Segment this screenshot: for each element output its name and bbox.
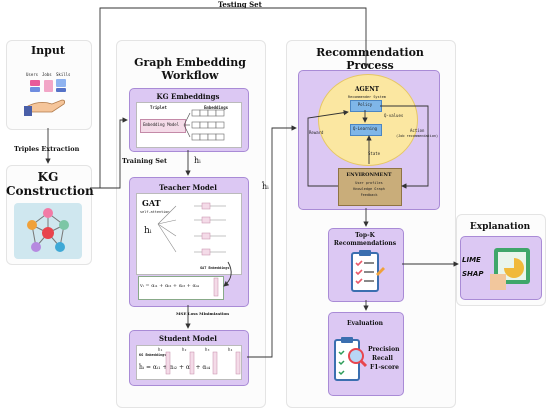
agent-sub-label: Recommender System [348,95,386,99]
policy-label: Policy [357,102,373,107]
metric-recall: Recall [372,355,393,362]
action-sub-label: (Job recommendation) [396,134,439,138]
teacher-formula-box [138,276,224,300]
shap-label: SHAP [462,270,484,278]
env-line-1: User profiles [355,181,383,185]
training-set-label: Training Set [122,157,168,165]
action-label: Action [410,128,425,133]
explanation-title: Explanation [469,222,531,232]
teacher-inner [136,193,242,275]
state-label: State [368,151,381,156]
skills-label: Skills [56,72,71,77]
jobs-label: Jobs [42,72,52,77]
reward-label: Reward [309,130,324,135]
student-title: Student Model [159,334,217,343]
q-learning-label: Q-Learning [352,126,378,131]
student-formula: ĥᵢ = αᵢ₁ + αᵢ₂ + αᵢ₃ + αᵢ₄ [139,364,211,371]
explanation-icon [490,244,536,292]
input-title: Input [31,44,65,57]
student-vector-3: h₃ [205,347,210,352]
agent-label: AGENT [354,86,380,93]
triplet-label: Triplet [150,105,167,110]
q-values-label: Q-values [384,113,404,118]
testing-set-label: Testing Set [218,0,262,9]
kg-embeddings-title: KG Embeddings [156,92,220,101]
env-line-2: Knowledge Graph [353,187,385,191]
triples-extraction-label: Triples Extraction [14,145,80,153]
q-learning-box [350,124,382,136]
embeddings-label: Embeddings [204,105,229,110]
h-i-side-label: ĥᵢ [262,182,269,191]
mse-loss-label: MSE Loss Minimization [176,311,230,316]
embedding-model-box [140,119,186,133]
lime-label: LIME [462,256,481,264]
environment-label: ENVIRONMENT [346,172,392,178]
embedding-model-label: Embedding Model [143,122,180,127]
gat-embeddings-label: GAT Embeddings [200,266,230,270]
workflow-title-line2: Workflow [161,69,219,82]
checklist-icon [346,250,386,296]
users-label: Users [26,72,39,77]
data-hand-icon [22,76,74,120]
metric-precision: Precision [368,346,400,353]
knowledge-graph-icon [14,203,82,259]
recommendation-title-line2: Process [346,59,394,72]
gat-label: GAT [142,198,161,208]
environment-box [338,168,402,206]
metric-f1: F1-score [370,364,399,371]
evaluation-icon [332,334,368,386]
workflow-title-line1: Graph Embedding [134,56,246,69]
env-line-3: Feedback [360,193,378,197]
topk-title-line2: Recommendations [333,240,397,247]
kg-title-line2: Construction [6,184,94,198]
self-attention-label: self-attention [140,210,170,214]
teacher-title: Teacher Model [159,183,217,192]
agent-circle [318,74,418,166]
student-kg-embeddings: KG Embeddings [139,353,167,357]
student-inner [136,345,242,380]
student-vector-2: h₂ [182,347,187,352]
recommendation-title-line1: Recommendation [316,46,424,59]
student-vector-4: h₄ [228,347,233,352]
h-i-arrow-label: hᵢ [194,156,201,165]
student-vector-1: h₁ [158,347,163,352]
kg-title-line1: KG [37,170,59,184]
teacher-h-label: hᵢ [144,226,152,236]
topk-title-line1: Top-K [355,232,375,239]
teacher-formula: vᵢ = αᵢ₁ + αᵢ₂ + αᵢ₃ + αᵢ₄ [140,283,199,289]
evaluation-title: Evaluation [347,320,383,327]
